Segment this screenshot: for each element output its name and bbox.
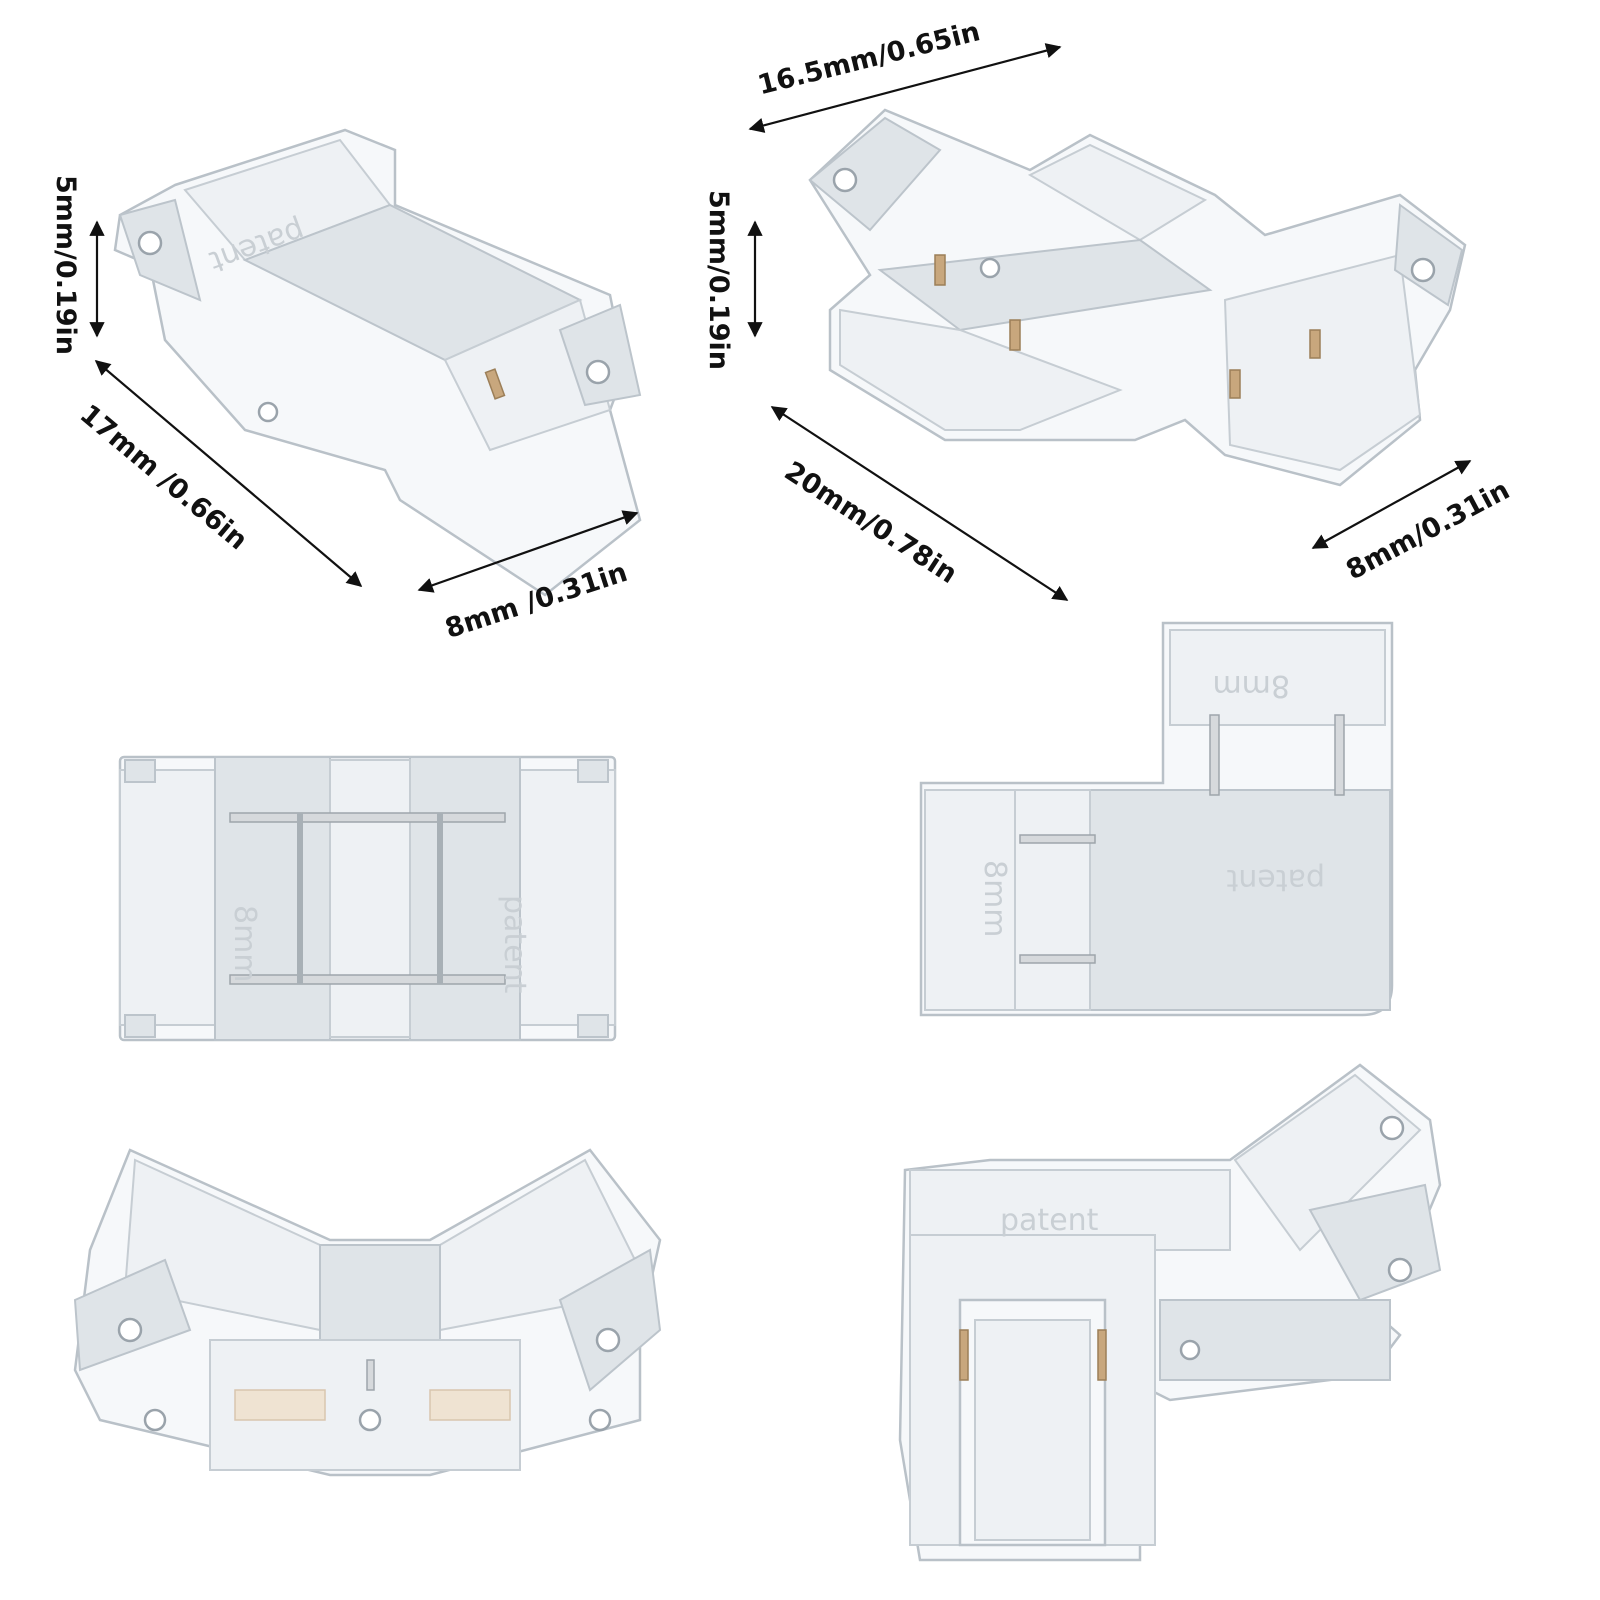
- embossed-size-label: 8mm: [227, 905, 262, 983]
- straight-length-label: 17mm /0.66in: [74, 399, 253, 557]
- straight-connector-top-view: 8mm patent: [118, 755, 617, 1042]
- t-height-label: 5mm/0.19in: [703, 190, 734, 370]
- t-connector-perspective: [808, 108, 1467, 487]
- t-width-label: 8mm/0.31in: [1341, 475, 1514, 587]
- embossed-patent-label-top: patent: [497, 895, 532, 994]
- embossed-patent-label-l: patent: [1226, 862, 1325, 897]
- embossed-size-label-l2: 8mm: [977, 860, 1012, 938]
- t-top-label: 16.5mm/0.65in: [755, 16, 984, 101]
- straight-connector-perspective: patent: [113, 128, 642, 597]
- straight-height-label: 5mm/0.19in: [50, 175, 81, 355]
- embossed-size-label-l: 8mm: [1212, 668, 1290, 703]
- embossed-patent-label-l3: patent: [1000, 1203, 1099, 1238]
- straight-connector-open-view: [73, 1148, 662, 1477]
- t-length-label: 20mm/0.78in: [779, 456, 963, 590]
- l-connector-open-view: patent: [898, 1063, 1442, 1562]
- l-connector-top-view: 8mm 8mm patent: [919, 621, 1394, 1017]
